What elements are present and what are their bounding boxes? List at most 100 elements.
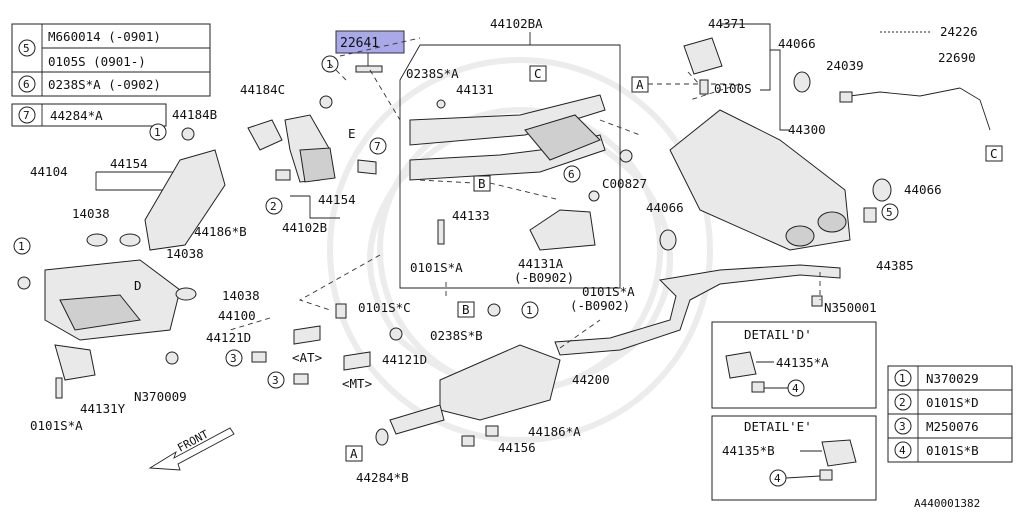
label-pn350001: N350001 <box>824 300 877 315</box>
label-p44284b: 44284*B <box>356 470 409 485</box>
label-boxb1: B <box>478 176 486 191</box>
label-p44385: 44385 <box>876 258 914 273</box>
label-c7: 7 <box>374 140 381 153</box>
label-p44131y: 44131Y <box>80 401 126 416</box>
label-c3a: 3 <box>230 352 237 365</box>
label-v2: 0101S*D <box>926 395 979 410</box>
label-pn370009: N370009 <box>134 389 187 404</box>
label-p-b0902b: (-B0902) <box>570 298 630 313</box>
label-v3: M250076 <box>926 419 979 434</box>
label-p0101sa-b: 0101S*A <box>582 284 635 299</box>
label-p0238sa: 0238S*A <box>406 66 459 81</box>
label-p44121da: 44121D <box>206 330 251 345</box>
label-p44371: 44371 <box>708 16 746 31</box>
label-c1a: 1 <box>154 126 161 139</box>
label-p44133: 44133 <box>452 208 490 223</box>
clamp-44135A <box>725 351 757 379</box>
label-boxc2: C <box>990 146 998 161</box>
label-p44156: 44156 <box>498 440 536 455</box>
label-p-b0902a: (-B0902) <box>514 270 574 285</box>
ref-box-B-2[interactable]: B <box>457 301 475 318</box>
label-p44102b: 44102B <box>282 220 327 235</box>
label-p24226: 24226 <box>940 24 978 39</box>
label-p14038a: 14038 <box>72 206 110 221</box>
label-p44066c: 44066 <box>646 200 684 215</box>
label-p44104: 44104 <box>30 164 68 179</box>
label-p22690: 22690 <box>938 50 976 65</box>
label-c6: 6 <box>568 168 575 181</box>
front-arrow-icon: FRONT <box>148 427 235 471</box>
label-p44066b: 44066 <box>904 182 942 197</box>
label-r7-num: 7 <box>23 109 30 122</box>
legend-top-table: 5 M660014 (-0901) 0105S (0901-) 6 0238S*… <box>11 23 211 127</box>
label-c3b: 3 <box>272 374 279 387</box>
label-p44100: 44100 <box>218 308 256 323</box>
label-boxa2: A <box>350 446 358 461</box>
label-title: DETAIL'D' <box>744 327 812 342</box>
legend-r5b: 0105S (0901-) <box>48 54 146 69</box>
label-p44200: 44200 <box>572 372 610 387</box>
label-c1d: 1 <box>526 304 533 317</box>
label-v4: 0101S*B <box>926 443 979 458</box>
label-pat: <AT> <box>292 350 322 365</box>
label-p44066a: 44066 <box>778 36 816 51</box>
label-p44300: 44300 <box>788 122 826 137</box>
heat-shield-44131A <box>529 209 596 251</box>
label-c2: 2 <box>270 200 277 213</box>
label-boxa1: A <box>636 77 644 92</box>
label-p44186b: 44186*B <box>194 224 247 239</box>
detail-e-box: DETAIL'E' 44135*B 4 <box>711 415 877 501</box>
label-n4: 4 <box>899 444 906 457</box>
label-part: 44135*B <box>722 443 775 458</box>
label-front: FRONT <box>175 427 211 454</box>
ref-box-A-2[interactable]: A <box>345 445 363 462</box>
label-c1b: 1 <box>18 240 25 253</box>
center-pipe-upper <box>409 94 606 146</box>
legend-r5a: M660014 (-0901) <box>48 29 161 44</box>
label-v1: N370029 <box>926 371 979 386</box>
highlight-22641[interactable]: 22641 <box>335 30 405 54</box>
label-e: E <box>348 126 356 141</box>
o2-sensor-22641 <box>355 65 383 73</box>
label-ref: 4 <box>774 472 781 485</box>
label-p24039: 24039 <box>826 58 864 73</box>
label-p44184b: 44184B <box>172 107 217 122</box>
label-p0100s: 0100S <box>714 81 752 96</box>
legend-r7: 44284*A <box>50 108 103 123</box>
label-p0101sa-c: 0101S*A <box>30 418 83 433</box>
muffler-44300 <box>669 109 851 251</box>
label-highlight: 22641 <box>340 36 379 51</box>
label-part: 44135*A <box>776 355 829 370</box>
label-r5-num: 5 <box>23 42 30 55</box>
label-d: D <box>134 278 142 293</box>
label-c5: 5 <box>886 206 893 219</box>
ref-box-B-1[interactable]: B <box>473 175 491 192</box>
label-pmt: <MT> <box>342 376 372 391</box>
label-p44131: 44131 <box>456 82 494 97</box>
label-p44121db: 44121D <box>382 352 427 367</box>
label-r6-num: 6 <box>23 78 30 91</box>
rear-pipe <box>554 264 841 356</box>
label-title: DETAIL'E' <box>744 419 812 434</box>
ref-box-A-1[interactable]: A <box>631 76 649 93</box>
label-pc00827: C00827 <box>602 176 647 191</box>
ref-box-C-2[interactable]: C <box>985 145 1003 162</box>
center-box-outline <box>399 44 621 289</box>
label-boxc1: C <box>534 66 542 81</box>
label-p44102ba: 44102BA <box>490 16 543 31</box>
diagram-ref-code: A440001382 <box>914 497 980 510</box>
label-boxb2: B <box>462 302 470 317</box>
label-p14038b: 14038 <box>166 246 204 261</box>
center-muffler-44200 <box>439 344 561 421</box>
ref-box-C-1[interactable]: C <box>529 65 547 82</box>
label-n2: 2 <box>899 396 906 409</box>
label-p44184c: 44184C <box>240 82 285 97</box>
clamp-44135B <box>821 439 857 467</box>
label-p0101sc: 0101S*C <box>358 300 411 315</box>
front-pipe-left <box>144 149 226 251</box>
legend-r6: 0238S*A (-0902) <box>48 77 161 92</box>
label-p0238sb: 0238S*B <box>430 328 483 343</box>
label-n3: 3 <box>899 420 906 433</box>
detail-d-box: DETAIL'D' 44135*A 4 <box>711 321 877 409</box>
